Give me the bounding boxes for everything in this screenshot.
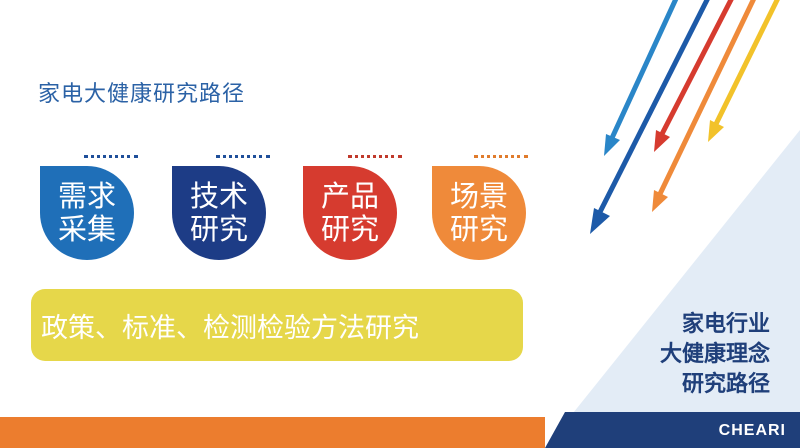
arrow-line-blue bbox=[597, 0, 710, 214]
arrow-head-orange bbox=[652, 190, 668, 212]
arrow-line-yellow bbox=[713, 0, 780, 126]
arrow-line-lightblue bbox=[609, 0, 679, 140]
bubble-label-line2: 采集 bbox=[57, 212, 116, 246]
side-title-line1: 家电行业 bbox=[681, 312, 770, 337]
dots-decoration-4 bbox=[474, 155, 528, 158]
dots-decoration-2 bbox=[216, 155, 270, 158]
policy-standards-banner: 政策、标准、检测检验方法研究 bbox=[31, 289, 523, 361]
dots-decoration-1 bbox=[84, 155, 138, 158]
bubble-demand-collection: 需求 采集 bbox=[40, 166, 134, 260]
bubble-label-line2: 研究 bbox=[449, 212, 508, 246]
arrow-head-yellow bbox=[708, 120, 724, 142]
arrow-head-lightblue bbox=[604, 134, 620, 156]
bubble-product-research: 产品 研究 bbox=[303, 166, 397, 260]
arrow-line-red bbox=[659, 0, 734, 136]
bubble-label-line2: 研究 bbox=[189, 212, 248, 246]
footer-orange-bar bbox=[0, 417, 545, 448]
bubble-label-line1: 产品 bbox=[320, 179, 379, 213]
light-blue-panel bbox=[545, 130, 800, 448]
dots-decoration-3 bbox=[348, 155, 402, 158]
bubble-label-line1: 场景 bbox=[449, 179, 508, 213]
bubble-label-line1: 技术 bbox=[189, 179, 248, 213]
arrow-head-blue bbox=[590, 208, 610, 234]
arrow-head-red bbox=[654, 130, 670, 152]
side-title-line2: 大健康理念 bbox=[659, 342, 770, 367]
banner-text: 政策、标准、检测检验方法研究 bbox=[41, 312, 419, 344]
bubble-label-line2: 研究 bbox=[320, 212, 379, 246]
page-title: 家电大健康研究路径 bbox=[38, 82, 246, 107]
bubble-label-line1: 需求 bbox=[57, 179, 116, 213]
decorative-arrows bbox=[590, 0, 780, 234]
navy-footer-panel bbox=[545, 412, 800, 448]
bubble-scenario-research: 场景 研究 bbox=[432, 166, 526, 260]
side-title: 家电行业 大健康理念 研究路径 bbox=[590, 310, 770, 400]
brand-logo: CHEARI bbox=[718, 422, 786, 439]
bubble-technology-research: 技术 研究 bbox=[172, 166, 266, 260]
side-title-line3: 研究路径 bbox=[681, 372, 770, 397]
arrow-line-orange bbox=[657, 0, 756, 196]
